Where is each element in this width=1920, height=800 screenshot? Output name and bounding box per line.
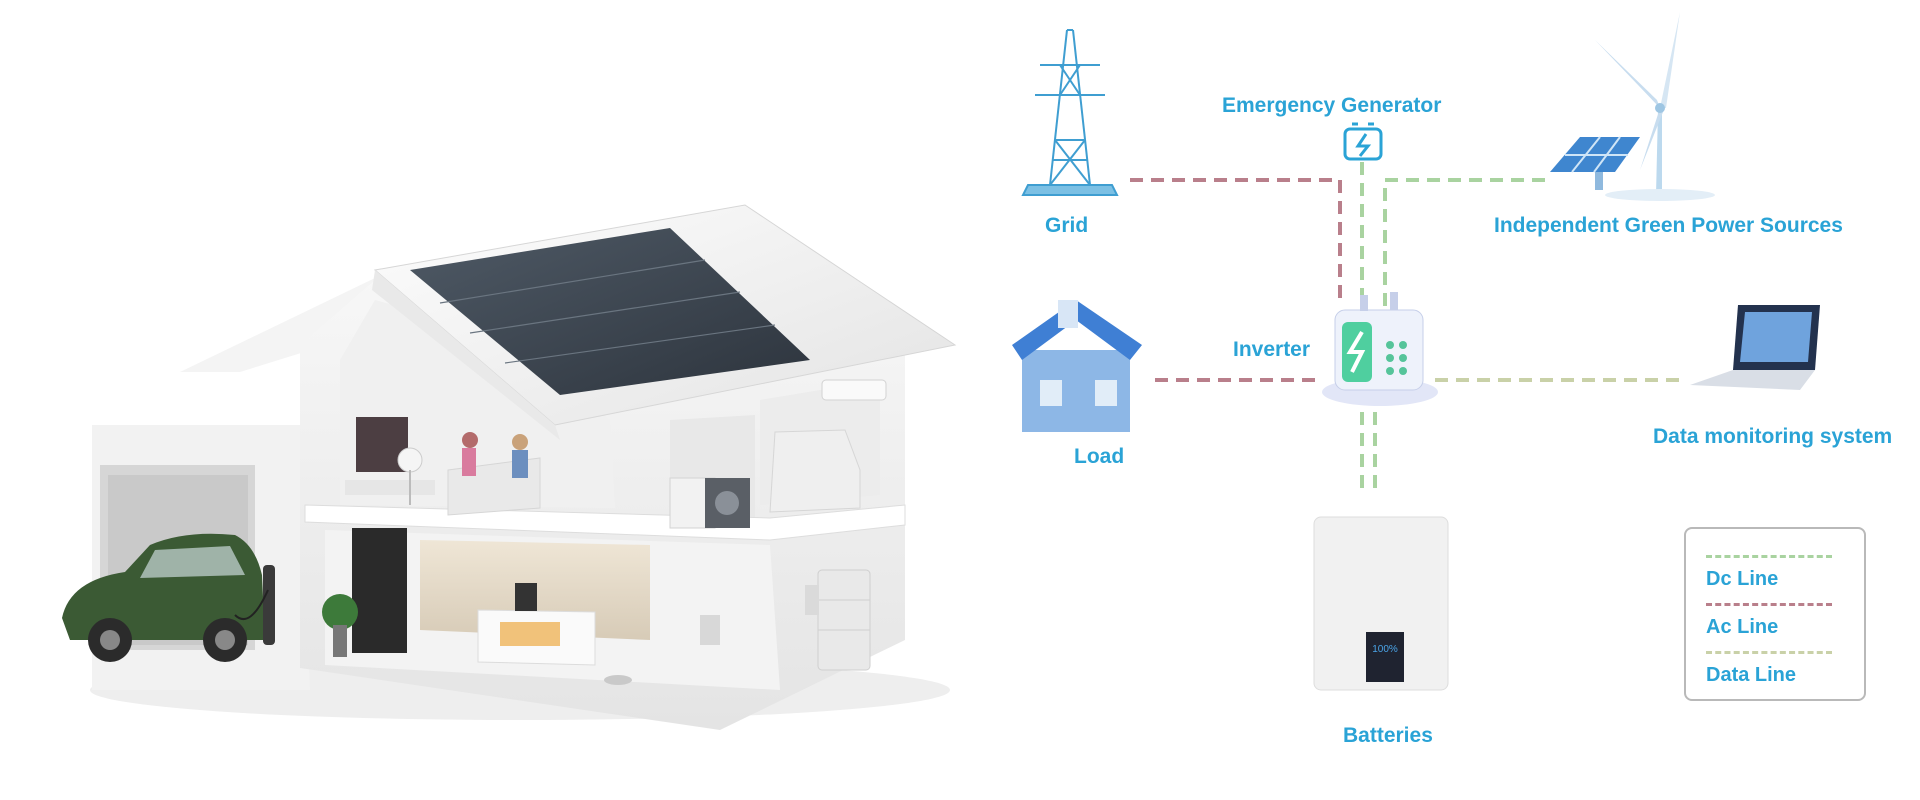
dc-lines — [1360, 162, 1545, 495]
electric-car — [62, 533, 275, 662]
legend-ac: Ac Line — [1706, 603, 1846, 639]
battery-cabinet-icon — [1313, 516, 1449, 691]
legend-ac-label: Ac Line — [1706, 616, 1779, 638]
ac-lines — [1130, 178, 1342, 382]
main-roof — [372, 204, 957, 440]
label-load: Load — [1074, 445, 1125, 468]
generator-icon — [1343, 122, 1383, 161]
label-grid: Grid — [1045, 214, 1089, 237]
home-battery-stack — [805, 569, 871, 671]
label-emergency-generator: Emergency Generator — [1222, 94, 1442, 117]
legend-data: Data Line — [1706, 651, 1846, 687]
line-legend: Dc Line Ac Line Data Line — [1684, 527, 1866, 701]
solar-panel-icon — [1550, 136, 1640, 190]
inverter-icon — [1322, 292, 1438, 406]
upper-floor-details — [345, 379, 887, 529]
label-data-monitoring: Data monitoring system — [1653, 425, 1893, 448]
laptop-icon — [1690, 305, 1820, 390]
load-house-icon — [1012, 300, 1142, 432]
back-roof — [180, 278, 375, 372]
legend-dc-swatch — [1706, 555, 1832, 558]
legend-dc-label: Dc Line — [1706, 568, 1779, 590]
legend-dc: Dc Line — [1706, 555, 1846, 591]
battery-display-text: 100% — [1372, 644, 1398, 655]
legend-ac-swatch — [1706, 603, 1832, 606]
legend-data-swatch — [1706, 651, 1832, 654]
label-batteries: Batteries — [1343, 724, 1433, 747]
label-inverter: Inverter — [1233, 338, 1311, 361]
label-green-power: Independent Green Power Sources — [1494, 214, 1843, 237]
grid-tower-icon — [1021, 29, 1119, 196]
wind-turbine-icon — [1595, 12, 1715, 201]
legend-data-label: Data Line — [1706, 664, 1797, 686]
